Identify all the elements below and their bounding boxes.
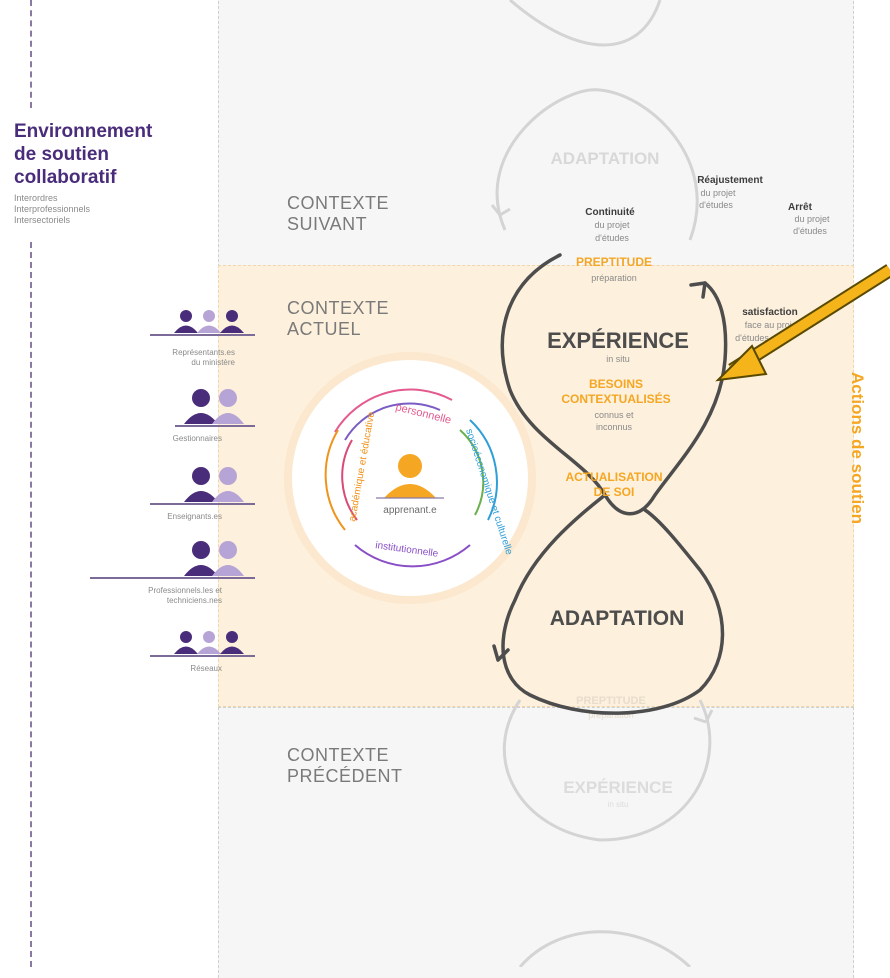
adaptation-label: ADAPTATION xyxy=(550,607,685,630)
environment-title: Environnement de soutien collaboratif xyxy=(14,121,153,188)
arret-sub2: d'études xyxy=(793,226,827,236)
actualisation-label-line1: ACTUALISATION xyxy=(565,470,662,484)
besoins-label-line1: BESOINS xyxy=(589,377,643,391)
yellow-arrow-icon xyxy=(715,264,890,382)
continuite-sub1: du projet xyxy=(594,220,630,230)
group-label-enseignants: Enseignants.es xyxy=(167,512,222,521)
group-label-gestionnaires: Gestionnaires xyxy=(172,434,222,443)
people-icons-ministere xyxy=(174,310,244,333)
group-rule-professionnels xyxy=(90,577,255,579)
satisfaction-label: satisfaction xyxy=(742,307,798,318)
main-loop xyxy=(492,253,728,715)
learner-wheel xyxy=(284,352,536,604)
arret-label: Arrêt xyxy=(788,202,813,213)
group-rule-reseaux xyxy=(150,655,255,657)
actions-de-soutien-label: Actions de soutien xyxy=(848,372,867,524)
faded-experience-label: EXPÉRIENCE xyxy=(563,778,673,797)
faded-preparation-label: préparation xyxy=(588,710,634,720)
faded-adaptation-label: ADAPTATION xyxy=(551,149,660,168)
continuite-sub2: d'études xyxy=(595,233,629,243)
reajustement-sub2: d'études xyxy=(699,200,733,210)
people-icons-gestionnaires xyxy=(184,389,244,424)
group-rule-enseignants xyxy=(150,503,255,505)
in-situ-label: in situ xyxy=(606,354,630,364)
people-icons-enseignants xyxy=(184,467,244,502)
environment-sub-interordres: Interordres xyxy=(14,193,58,203)
satisfaction-sub2: d'études xyxy=(735,333,769,343)
people-icons-professionnels xyxy=(184,541,244,576)
wheel-center-label: apprenant.e xyxy=(383,505,437,516)
reajustement-sub1: du projet xyxy=(700,188,736,198)
actualisation-label-line2: DE SOI xyxy=(594,485,635,499)
faded-preptitude-label: PREPTITUDE xyxy=(576,695,646,707)
connus-label-line2: inconnus xyxy=(596,422,633,432)
faded-loop-top xyxy=(490,0,699,241)
next-context-panel xyxy=(218,0,854,267)
group-label-reseaux: Réseaux xyxy=(190,664,222,673)
preptitude-label: PREPTITUDE xyxy=(576,255,652,269)
besoins-label-line2: CONTEXTUALISÉS xyxy=(561,391,670,406)
left-dashed-line-bottom xyxy=(30,242,32,967)
previous-context-panel xyxy=(218,707,854,978)
environment-sub-interprofessionnels: Interprofessionnels xyxy=(14,204,91,214)
people-icons-reseaux xyxy=(174,631,244,654)
group-rule-gestionnaires xyxy=(175,425,255,427)
arret-sub1: du projet xyxy=(794,214,830,224)
left-dashed-line-top xyxy=(30,0,32,108)
reajustement-label: Réajustement xyxy=(697,175,763,186)
preparation-label: préparation xyxy=(591,273,637,283)
environment-sub-intersectoriels: Intersectoriels xyxy=(14,215,71,225)
connus-label-line1: connus et xyxy=(594,410,634,420)
faded-in-situ-label: in situ xyxy=(608,800,629,809)
group-rule-ministere xyxy=(150,334,255,336)
faded-loop-bottom xyxy=(502,699,714,967)
experience-label: EXPÉRIENCE xyxy=(547,328,689,353)
continuite-label: Continuité xyxy=(585,207,635,218)
satisfaction-sub1: face au projet xyxy=(745,320,800,330)
